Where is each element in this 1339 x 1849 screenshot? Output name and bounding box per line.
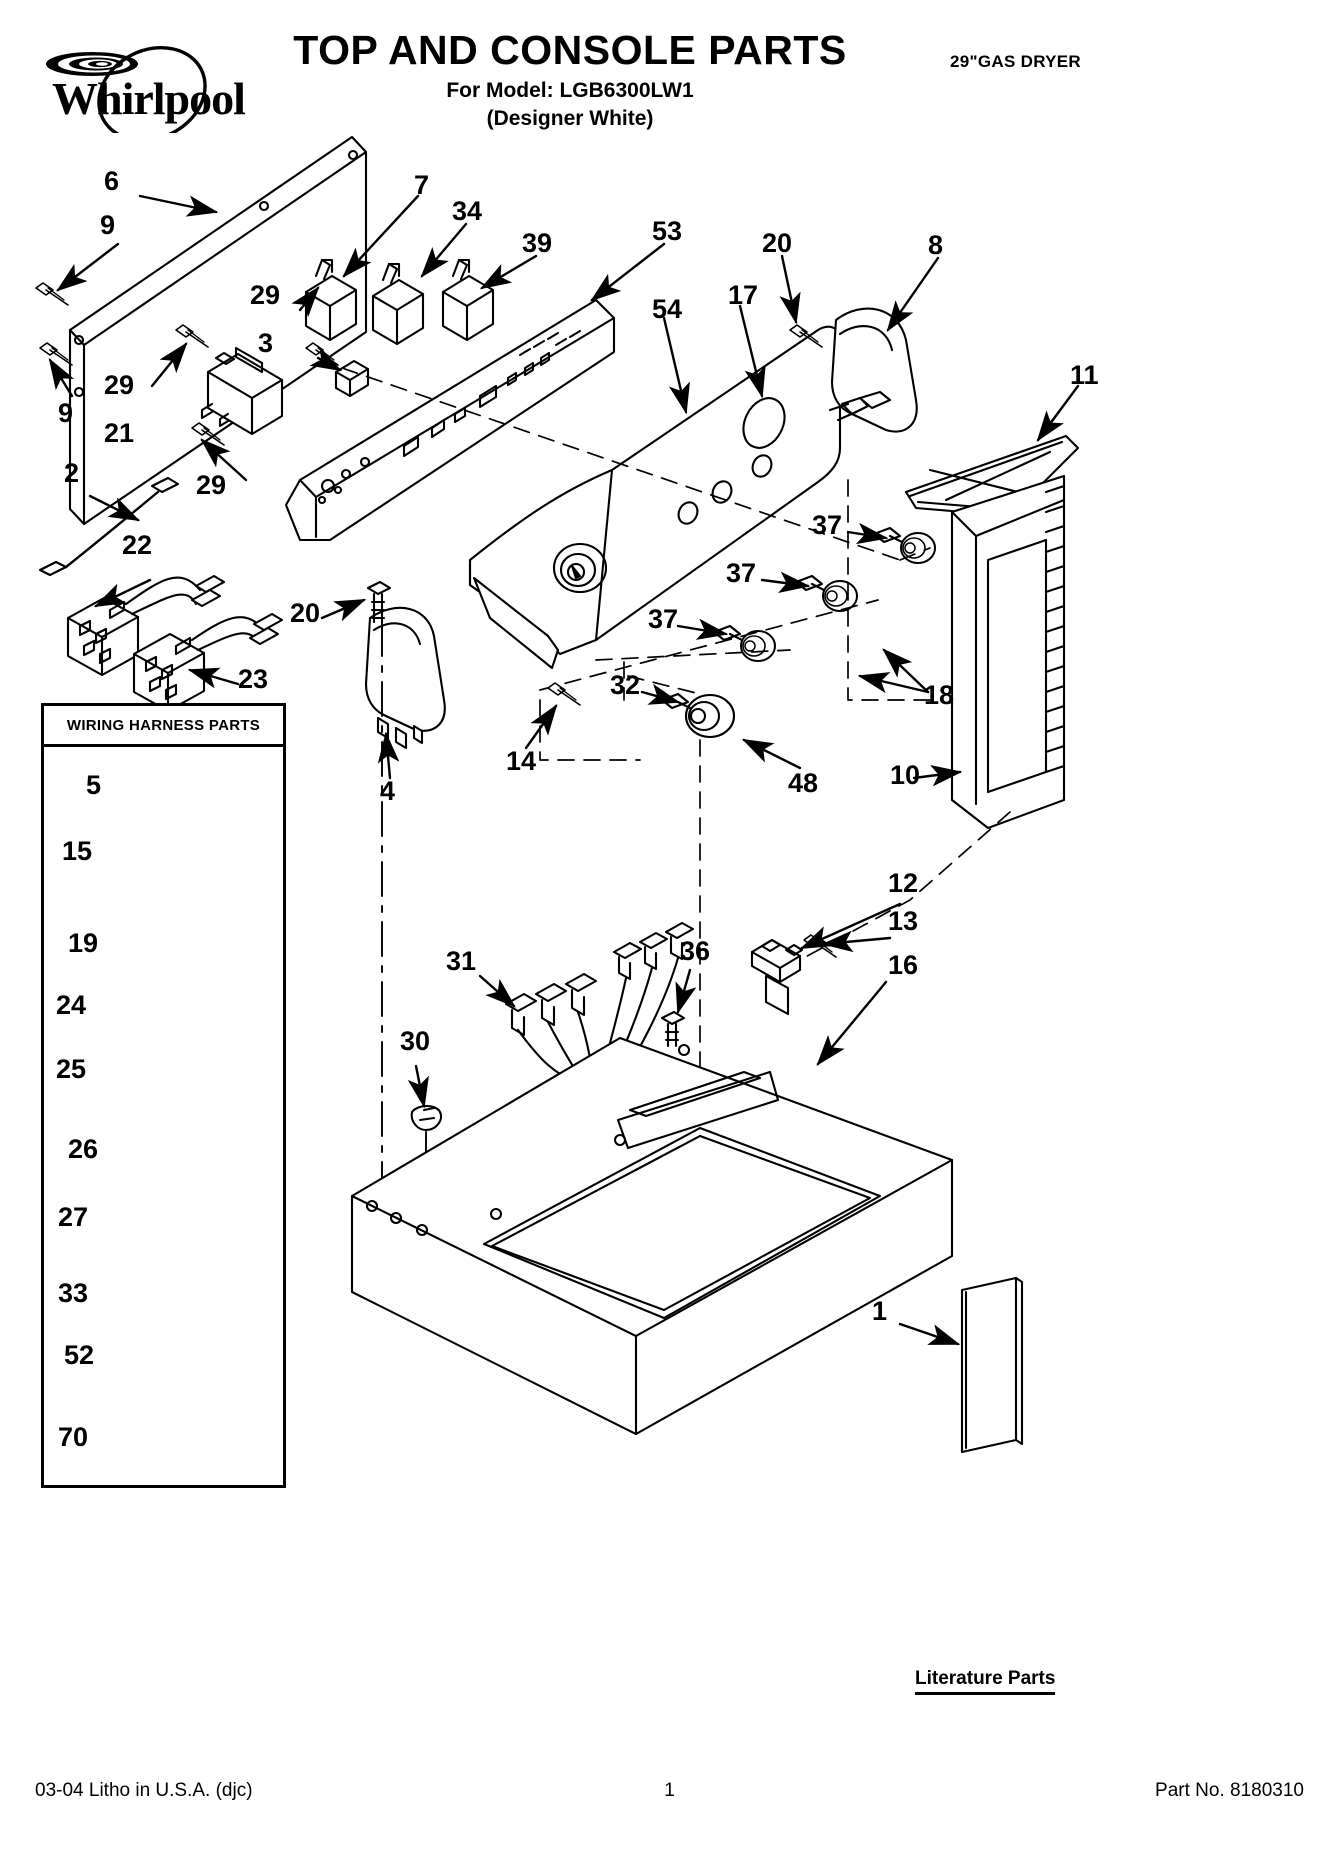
wiring-harness-title: WIRING HARNESS PARTS [66, 716, 261, 734]
callout-53[interactable]: 53 [652, 216, 683, 246]
wiring-callout-27[interactable]: 27 [58, 1202, 89, 1232]
callout-6[interactable]: 6 [104, 166, 120, 196]
callout-22[interactable]: 22 [122, 530, 153, 560]
callout-36[interactable]: 36 [680, 936, 711, 966]
callout-37b[interactable]: 37 [726, 558, 757, 588]
wiring-callout-19[interactable]: 19 [68, 928, 99, 958]
page-title: TOP AND CONSOLE PARTS [293, 27, 847, 73]
callout-32[interactable]: 32 [610, 670, 641, 700]
title-block: TOP AND CONSOLE PARTS For Model: LGB6300… [270, 27, 870, 131]
callout-48[interactable]: 48 [788, 768, 819, 798]
callout-4[interactable]: 4 [380, 776, 396, 806]
callout-37a[interactable]: 37 [812, 510, 843, 540]
callout-29c[interactable]: 29 [196, 470, 227, 500]
callout-7[interactable]: 7 [414, 170, 430, 200]
callout-29b[interactable]: 29 [250, 280, 281, 310]
wiring-callout-24[interactable]: 24 [56, 990, 87, 1020]
svg-text:Whirlpool: Whirlpool [52, 73, 245, 124]
appliance-type-label: 29"GAS DRYER [950, 52, 1082, 71]
wiring-callout-25[interactable]: 25 [56, 1054, 87, 1084]
footer-part-number: Part No. 8180310 [1155, 1780, 1304, 1801]
callout-54[interactable]: 54 [652, 294, 683, 324]
footer-print-info: 03-04 Litho in U.S.A. (djc) [35, 1780, 253, 1801]
callout-16[interactable]: 16 [888, 950, 919, 980]
callout-10[interactable]: 10 [890, 760, 921, 790]
wiring-harness-parts-box: WIRING HARNESS PARTS [41, 703, 286, 1488]
callout-20a[interactable]: 20 [762, 228, 793, 258]
callout-17[interactable]: 17 [728, 280, 759, 310]
color-line: (Designer White) [486, 106, 654, 130]
callout-2[interactable]: 2 [64, 458, 80, 488]
page-footer: 03-04 Litho in U.S.A. (djc) 1 Part No. 8… [0, 1780, 1339, 1820]
callout-29a[interactable]: 29 [104, 370, 135, 400]
callout-14[interactable]: 14 [506, 746, 537, 776]
callout-21[interactable]: 21 [104, 418, 135, 448]
model-line: For Model: LGB6300LW1 [446, 78, 694, 102]
callout-31[interactable]: 31 [446, 946, 477, 976]
callout-1[interactable]: 1 [872, 1296, 888, 1326]
footer-page-number: 1 [664, 1780, 675, 1801]
wiring-callout-70[interactable]: 70 [58, 1422, 89, 1452]
callout-37c[interactable]: 37 [648, 604, 679, 634]
callout-11[interactable]: 11 [1070, 360, 1099, 390]
callout-3[interactable]: 3 [258, 328, 274, 358]
callout-9a[interactable]: 9 [100, 210, 116, 240]
wiring-callout-15[interactable]: 15 [62, 836, 93, 866]
callout-34[interactable]: 34 [452, 196, 483, 226]
callout-9b[interactable]: 9 [58, 398, 74, 428]
callout-20b[interactable]: 20 [290, 598, 321, 628]
callout-18[interactable]: 18 [924, 680, 955, 710]
wiring-callout-26[interactable]: 26 [68, 1134, 99, 1164]
wiring-harness-box-header: WIRING HARNESS PARTS [44, 706, 283, 747]
callout-30[interactable]: 30 [400, 1026, 431, 1056]
wiring-callout-5[interactable]: 5 [86, 770, 102, 800]
wiring-callout-52[interactable]: 52 [64, 1340, 95, 1370]
callout-8[interactable]: 8 [928, 230, 944, 260]
callout-13[interactable]: 13 [888, 906, 919, 936]
literature-parts-caption: Literature Parts [915, 1668, 1056, 1695]
wiring-callout-33[interactable]: 33 [58, 1278, 89, 1308]
callout-39[interactable]: 39 [522, 228, 553, 258]
callout-12[interactable]: 12 [888, 868, 919, 898]
callout-23[interactable]: 23 [238, 664, 269, 694]
